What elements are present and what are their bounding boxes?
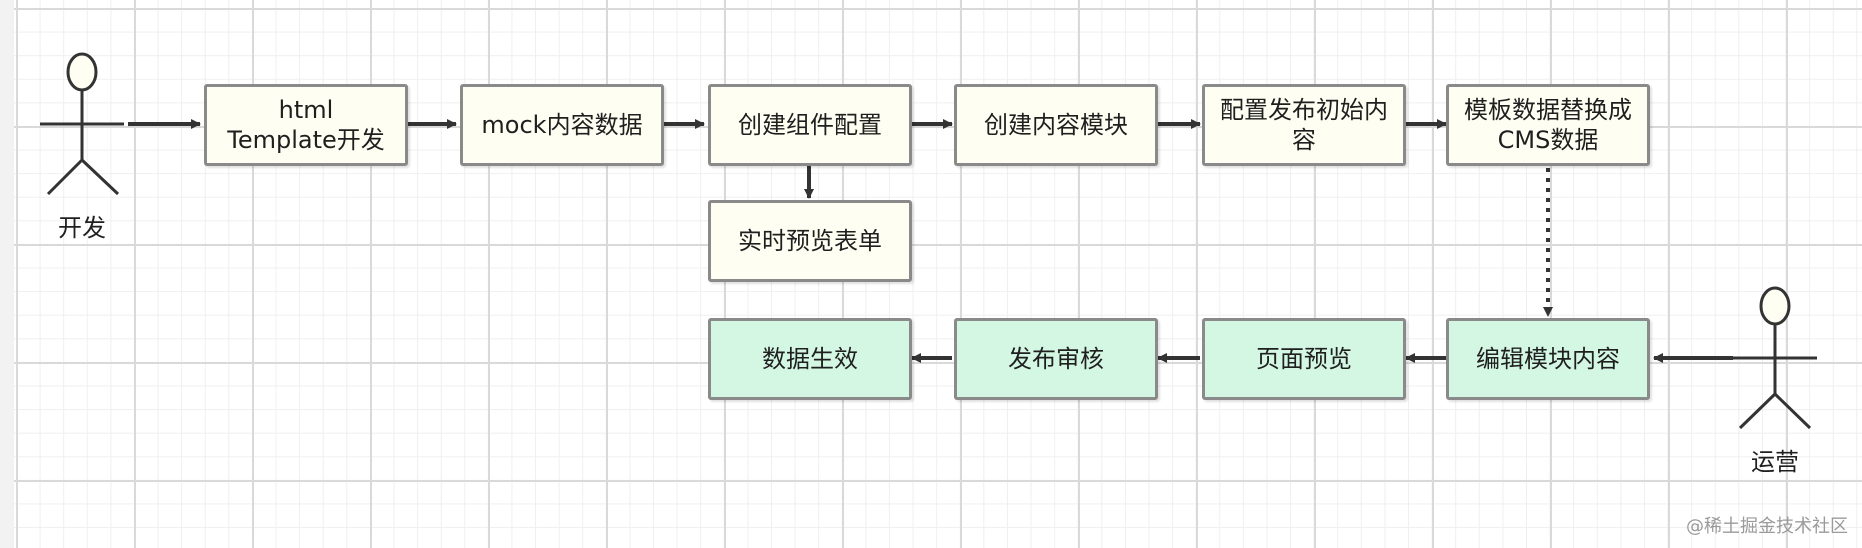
- node-publish-review[interactable]: 发布审核: [954, 318, 1158, 400]
- node-data-effective[interactable]: 数据生效: [708, 318, 912, 400]
- node-html-template[interactable]: html Template开发: [204, 84, 408, 166]
- node-create-content-module[interactable]: 创建内容模块: [954, 84, 1158, 166]
- node-publish-initial-content[interactable]: 配置发布初始内容: [1202, 84, 1406, 166]
- node-page-preview[interactable]: 页面预览: [1202, 318, 1406, 400]
- node-replace-with-cms-data[interactable]: 模板数据替换成CMS数据: [1446, 84, 1650, 166]
- operator-actor-figure: [1733, 286, 1817, 430]
- node-edit-module-content[interactable]: 编辑模块内容: [1446, 318, 1650, 400]
- node-mock-data[interactable]: mock内容数据: [460, 84, 664, 166]
- developer-actor-figure: [40, 52, 124, 196]
- watermark: @稀土掘金技术社区: [1686, 516, 1848, 537]
- developer-actor-label: 开发: [58, 214, 106, 242]
- node-create-component-config[interactable]: 创建组件配置: [708, 84, 912, 166]
- operator-actor-label: 运营: [1751, 448, 1799, 476]
- canvas-left-edge: [0, 0, 14, 548]
- node-live-preview-form[interactable]: 实时预览表单: [708, 200, 912, 282]
